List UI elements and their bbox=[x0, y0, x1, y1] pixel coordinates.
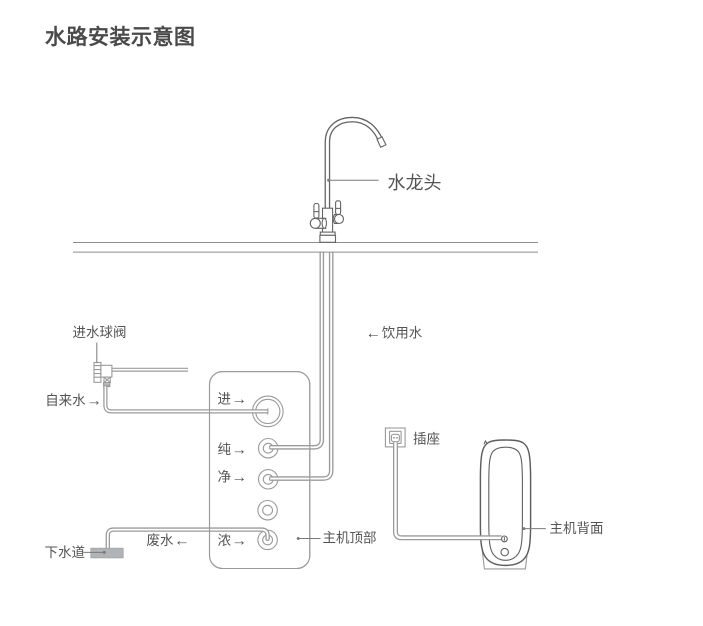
unit-back-label: 主机背面 bbox=[550, 521, 604, 536]
inlet-valve-part-3 bbox=[100, 364, 113, 378]
leader-lines-part-2 bbox=[102, 550, 106, 554]
faucet-left-handle-part-3 bbox=[309, 217, 321, 229]
waste-tube bbox=[105, 527, 270, 549]
waste-tube-bore bbox=[106, 528, 269, 549]
tap-water-tube bbox=[103, 386, 269, 415]
port-aux-circle bbox=[257, 499, 278, 521]
port-aux-circle-ring-1 bbox=[257, 499, 278, 521]
socket-label: 插座 bbox=[413, 431, 440, 446]
clean-water-tube-bore bbox=[269, 252, 333, 480]
port-clean-label: 净 bbox=[218, 470, 232, 485]
faucet-right-lever bbox=[335, 200, 342, 215]
unit-ports bbox=[500, 535, 509, 557]
faucet-neck bbox=[324, 116, 383, 211]
pure-water-tube bbox=[269, 252, 325, 450]
drain-block bbox=[90, 547, 124, 559]
port-in-arrow-icon: → bbox=[232, 391, 248, 408]
faucet bbox=[309, 116, 387, 243]
inlet-valve-part-7 bbox=[103, 383, 110, 386]
power-cable-bore bbox=[394, 442, 502, 539]
socket-pins bbox=[393, 437, 398, 439]
page-title: 水路安装示意图 bbox=[45, 25, 196, 49]
inlet-valve-part-2 bbox=[94, 365, 101, 378]
unit-top-notch bbox=[483, 439, 488, 445]
port-aux-circle-ring-2 bbox=[262, 504, 274, 516]
filter-panel-outline bbox=[208, 371, 311, 570]
pure-water-tube-bore bbox=[269, 252, 323, 449]
drinking-water-arrow-icon: ← bbox=[366, 325, 382, 342]
tap-water-label: 自来水 bbox=[45, 393, 86, 408]
socket-pins-part-1 bbox=[393, 437, 395, 439]
port-pure-label: 纯 bbox=[218, 442, 232, 457]
drain-label: 下水道 bbox=[45, 545, 86, 560]
waste-water-label: 废水 bbox=[147, 533, 174, 548]
port-waste-label: 浓 bbox=[218, 533, 232, 548]
faucet-left-handle-cap-ellipse bbox=[321, 217, 328, 229]
faucet-right-handle-part-3 bbox=[333, 213, 345, 225]
port-pure-arrow-icon: → bbox=[232, 441, 248, 458]
main-unit-back bbox=[479, 439, 532, 570]
leader-lines bbox=[83, 178, 546, 554]
power-cable bbox=[393, 442, 502, 541]
faucet-label: 水龙头 bbox=[388, 173, 442, 193]
faucet-left-handle bbox=[309, 217, 328, 229]
drinking-water-label: 饮用水 bbox=[382, 325, 423, 340]
port-in-label: 进 bbox=[218, 392, 232, 407]
tap-water-tube-bore bbox=[104, 386, 268, 413]
unit-inner-outline bbox=[488, 446, 523, 561]
inlet-valve-label: 进水球阀 bbox=[73, 325, 127, 340]
leader-lines-part-4 bbox=[522, 527, 526, 531]
unit-top-label: 主机顶部 bbox=[323, 531, 377, 546]
port-waste-arrow-icon: → bbox=[232, 532, 248, 549]
faucet-right-handle bbox=[332, 213, 345, 225]
power-socket-part-3 bbox=[390, 433, 400, 443]
unit-drain-outlet bbox=[500, 547, 509, 557]
socket-pins-part-2 bbox=[396, 437, 398, 439]
port-clean-arrow-icon: → bbox=[232, 469, 248, 486]
faucet-spout-tip bbox=[376, 136, 387, 148]
leader-lines-part-1 bbox=[327, 178, 331, 182]
inlet-valve-part-5 bbox=[103, 376, 111, 384]
inlet-valve bbox=[93, 361, 188, 388]
faucet-base bbox=[319, 234, 337, 243]
waste-water-arrow-icon: ← bbox=[174, 532, 190, 549]
countertop bbox=[73, 241, 538, 253]
clean-water-tube bbox=[269, 252, 334, 481]
faucet-bore bbox=[325, 118, 382, 211]
leader-lines-part-3 bbox=[296, 537, 300, 540]
tap-water-arrow-icon: → bbox=[87, 393, 103, 410]
faucet-left-lever bbox=[313, 202, 320, 219]
